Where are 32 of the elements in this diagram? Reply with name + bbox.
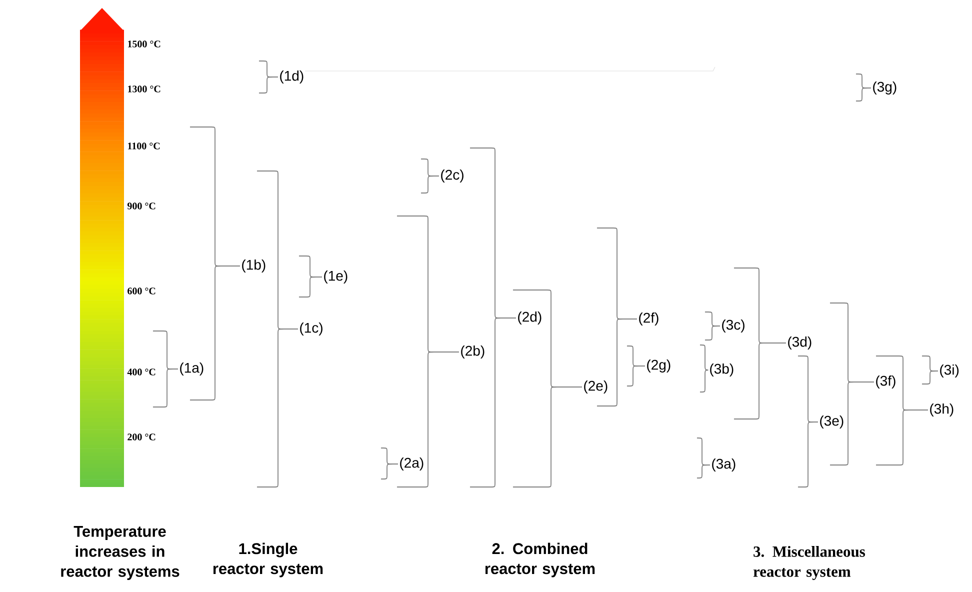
range-label: (3c) [720,318,746,334]
range-label: (1b) [240,258,268,274]
range-label: (1a) [178,361,206,377]
range-label: (2f) [637,311,660,327]
range-label: (3b) [708,362,736,378]
range-label: (3f) [874,374,898,390]
range-label: (2e) [582,379,610,395]
range-label: (2g) [645,358,672,374]
range-label: (3d) [786,335,814,351]
range-label: (3g) [871,80,898,96]
range-label: (1d) [278,69,306,85]
range-label: (3a) [710,457,738,473]
temperature-label: 600 °C [128,288,156,294]
temperature-label: 200 °C [128,434,156,440]
temperature-label: 1300 °C [128,86,160,92]
column-caption: 2. Combined reactor system [485,542,595,578]
temperature-label: 400 °C [127,368,156,376]
column-caption: 3. Miscellaneous reactor system [753,546,865,580]
range-label: (3e) [818,414,846,430]
range-label: (1e) [322,269,350,285]
range-label: (3h) [928,402,956,418]
temperature-label: 1500 °C [128,40,160,48]
temperature-label: 900 °C [127,202,156,210]
column-caption: Temperature increases in reactor systems [61,526,180,580]
range-label: (3i) [938,363,960,379]
temperature-label: 1100 °C [128,142,160,150]
range-label: (2d) [516,310,544,326]
range-label: (2b) [459,344,486,360]
range-label: (2a) [398,456,426,472]
range-label: (2c) [439,168,466,184]
column-caption: 1.Single reactor system [213,542,323,578]
range-label: (1c) [298,321,324,337]
